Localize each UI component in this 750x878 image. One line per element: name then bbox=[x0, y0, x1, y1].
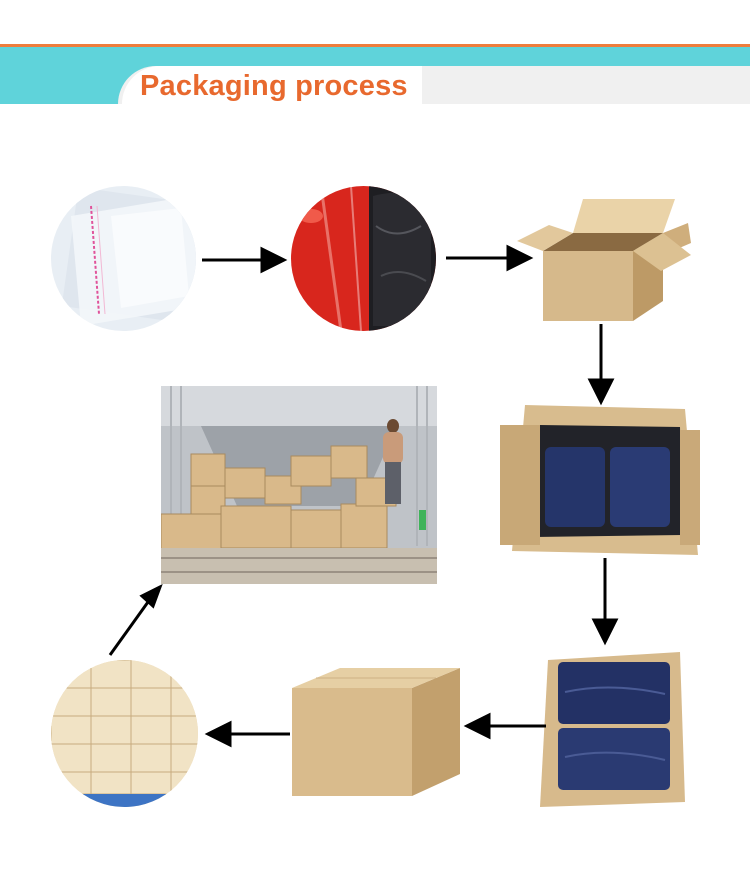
container-loading-photo bbox=[161, 386, 437, 584]
arrow-down-1 bbox=[587, 324, 615, 406]
arrow-diagonal-up bbox=[108, 583, 163, 656]
arrow-down-2 bbox=[591, 558, 619, 646]
arrow-right-2 bbox=[446, 244, 534, 272]
page-title: Packaging process bbox=[140, 70, 408, 102]
bagged-product-photo bbox=[291, 186, 436, 331]
sealed-carton-box bbox=[292, 668, 460, 796]
arrow-right-1 bbox=[202, 246, 288, 274]
header-title-tab bbox=[122, 66, 422, 104]
carton-fully-packed-photo bbox=[540, 652, 685, 807]
arrow-left-1 bbox=[463, 712, 546, 740]
arrow-left-2 bbox=[204, 720, 290, 748]
clear-poly-bag-photo bbox=[51, 186, 196, 331]
carton-with-bagged-items-photo bbox=[500, 405, 700, 555]
header-accent-line bbox=[0, 44, 750, 47]
open-carton-box bbox=[513, 193, 691, 328]
